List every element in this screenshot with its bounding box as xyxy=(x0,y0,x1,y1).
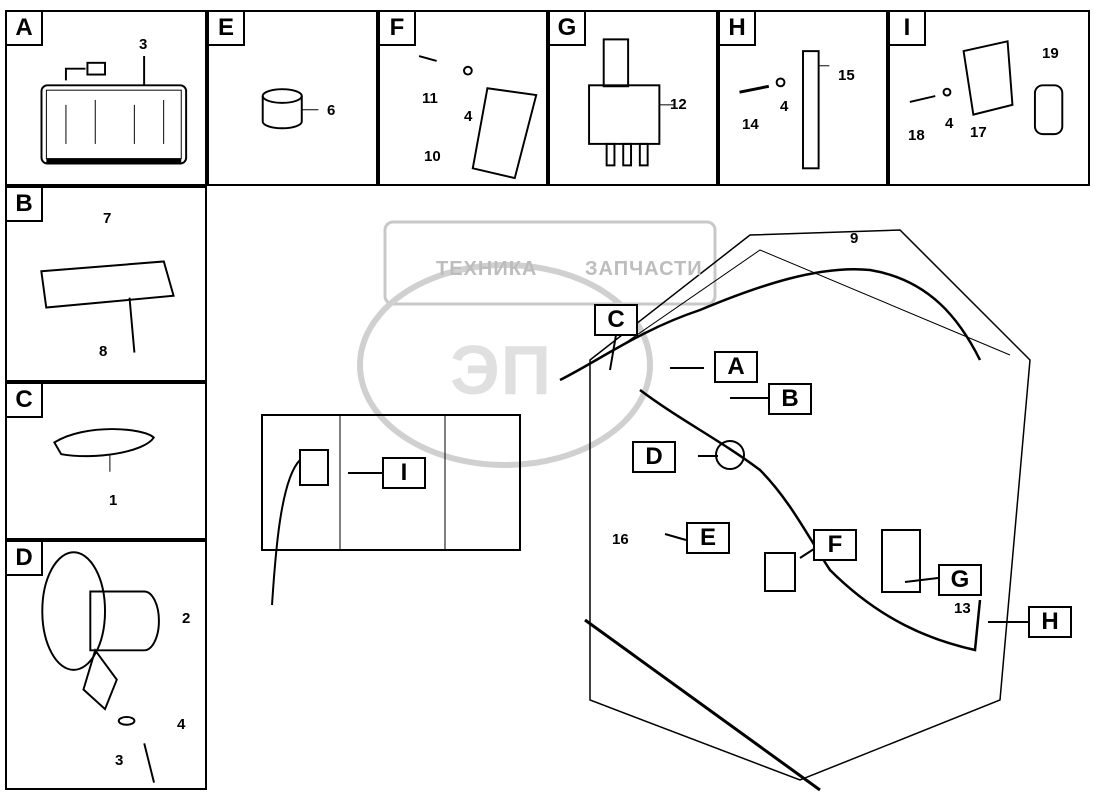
panel-a: A 3 xyxy=(5,10,207,186)
fan-drawing xyxy=(41,551,160,783)
label-12: 12 xyxy=(670,96,687,113)
radio-unit-drawing xyxy=(40,55,188,165)
panel-g-tag: G xyxy=(550,12,586,46)
callout-e: E xyxy=(686,522,730,554)
label-4: 4 xyxy=(945,115,954,132)
label-17: 17 xyxy=(970,124,987,141)
label-4: 4 xyxy=(464,108,473,125)
plug-drawing xyxy=(261,88,319,130)
bracket-screw-drawing xyxy=(739,50,830,170)
callout-b: B xyxy=(768,383,812,415)
label-16: 16 xyxy=(612,531,629,548)
label-1: 1 xyxy=(109,492,118,509)
panel-f-tag: F xyxy=(380,12,416,46)
label-7: 7 xyxy=(103,210,112,227)
label-8: 8 xyxy=(99,343,108,360)
watermark-left-text: ТЕХНИКА xyxy=(436,258,538,280)
callout-g: G xyxy=(938,564,982,596)
interior-lamp-drawing xyxy=(40,260,175,353)
cable-tie-drawing xyxy=(53,428,156,472)
label-10: 10 xyxy=(424,148,441,165)
callout-f: F xyxy=(813,529,857,561)
label-18: 18 xyxy=(908,127,925,144)
label-4: 4 xyxy=(780,98,789,115)
label-6: 6 xyxy=(327,102,336,119)
panel-h-tag: H xyxy=(720,12,756,46)
label-13: 13 xyxy=(954,600,971,617)
radio-microphone-drawing xyxy=(909,40,1064,136)
callout-a: A xyxy=(714,351,758,383)
panel-c: C 1 xyxy=(5,382,207,540)
panel-b-tag: B xyxy=(7,188,43,222)
panel-i: I 19 18 4 17 xyxy=(888,10,1090,186)
panel-g: G 12 xyxy=(548,10,718,186)
label-15: 15 xyxy=(838,67,855,84)
label-2: 2 xyxy=(182,610,191,627)
panel-a-tag: A xyxy=(7,12,43,46)
panel-e-tag: E xyxy=(209,12,245,46)
panel-e: E 6 xyxy=(207,10,378,186)
watermark-logo: ЭП xyxy=(450,331,553,409)
callout-d: D xyxy=(632,441,676,473)
label-3: 3 xyxy=(139,36,148,53)
panel-f: F 11 4 10 xyxy=(378,10,548,186)
panel-i-tag: I xyxy=(890,12,926,46)
label-14: 14 xyxy=(742,116,759,133)
panel-d: D 2 4 3 xyxy=(5,540,207,790)
panel-c-tag: C xyxy=(7,384,43,418)
label-9: 9 xyxy=(850,230,859,247)
module-with-screw-drawing xyxy=(418,55,538,180)
callout-c: C xyxy=(594,304,638,336)
relay-drawing xyxy=(588,38,675,167)
label-4: 4 xyxy=(177,716,186,733)
watermark-right-text: ЗАПЧАСТИ xyxy=(585,258,703,280)
label-19: 19 xyxy=(1042,45,1059,62)
callout-h: H xyxy=(1028,606,1072,638)
label-3: 3 xyxy=(115,752,124,769)
panel-b: B 7 8 xyxy=(5,186,207,382)
callout-i: I xyxy=(382,457,426,489)
label-11: 11 xyxy=(422,90,438,107)
panel-d-tag: D xyxy=(7,542,43,576)
panel-h: H 15 4 14 xyxy=(718,10,888,186)
